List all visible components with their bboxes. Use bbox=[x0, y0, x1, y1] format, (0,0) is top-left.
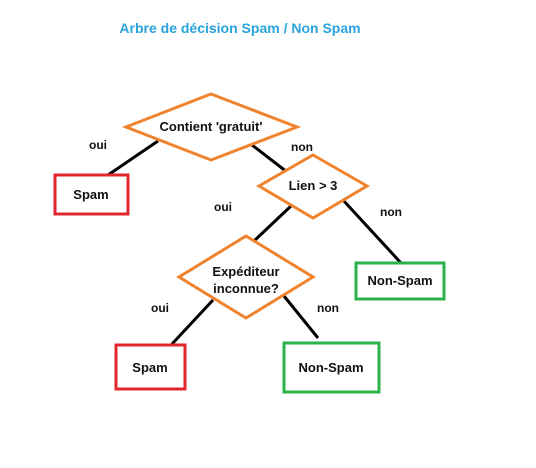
decision-diamond bbox=[256, 153, 370, 220]
edge-lien-expediteur bbox=[252, 204, 293, 243]
edge-label-expediteur-spam: oui bbox=[151, 301, 169, 315]
edge-labels: oui non oui non oui non bbox=[89, 138, 402, 315]
edge-lien-nonspam bbox=[341, 198, 403, 265]
leaf-label: Non-Spam bbox=[368, 273, 433, 288]
decision-node-label-line-2: inconnue? bbox=[213, 281, 279, 296]
leaf-node-spam-2: Spam bbox=[114, 343, 187, 391]
leaf-node-nonspam-2: Non-Spam bbox=[282, 341, 381, 394]
edge-expediteur-nonspam bbox=[282, 295, 320, 339]
edge-label-lien-expediteur: oui bbox=[214, 200, 232, 214]
edge-label-expediteur-nonspam: non bbox=[317, 301, 339, 315]
decision-node-root: Contient 'gratuit' bbox=[121, 92, 302, 162]
edges bbox=[107, 139, 403, 346]
leaf-label: Non-Spam bbox=[299, 360, 364, 375]
diagram-title: Arbre de décision Spam / Non Spam bbox=[119, 20, 360, 36]
spam-box bbox=[53, 173, 130, 216]
decision-diamond bbox=[121, 92, 302, 162]
decision-diamond bbox=[176, 234, 316, 320]
leaf-label: Spam bbox=[73, 187, 108, 202]
nonspam-box bbox=[282, 341, 381, 394]
decision-node-label-line-1: Expéditeur bbox=[212, 264, 279, 279]
decision-node-label: Lien > 3 bbox=[289, 178, 338, 193]
decision-node-expediteur: Expéditeur inconnue? bbox=[176, 234, 316, 320]
decision-node-label: Contient 'gratuit' bbox=[160, 119, 263, 134]
edge-root-lien bbox=[251, 143, 288, 174]
leaf-node-nonspam-1: Non-Spam bbox=[354, 261, 446, 301]
edge-label-root-lien: non bbox=[291, 140, 313, 154]
edge-expediteur-spam bbox=[170, 298, 215, 346]
leaf-node-spam-1: Spam bbox=[53, 173, 130, 216]
leaf-label: Spam bbox=[132, 360, 167, 375]
edge-label-root-spam: oui bbox=[89, 138, 107, 152]
edge-root-spam bbox=[107, 139, 159, 177]
decision-node-lien: Lien > 3 bbox=[256, 153, 370, 220]
nonspam-box bbox=[354, 261, 446, 301]
edge-label-lien-nonspam: non bbox=[380, 205, 402, 219]
spam-box bbox=[114, 343, 187, 391]
